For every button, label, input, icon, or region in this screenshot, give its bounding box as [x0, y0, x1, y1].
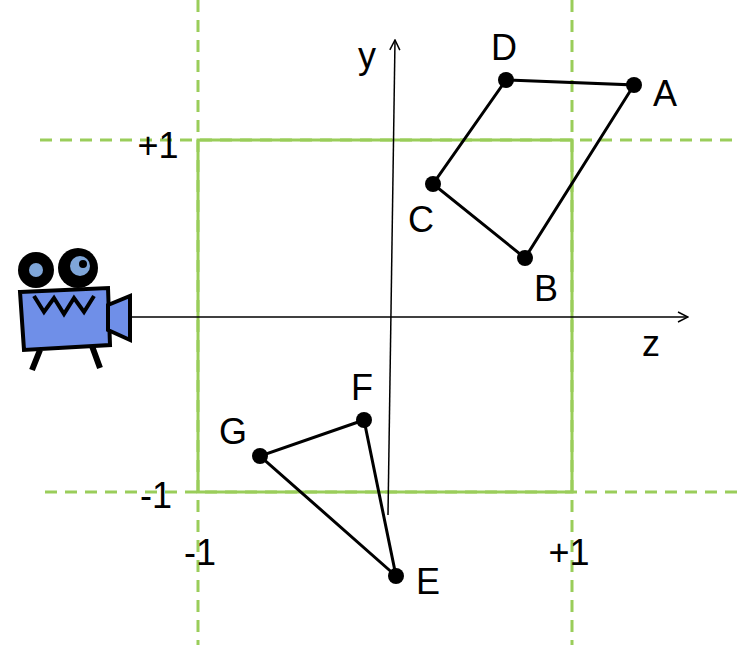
vertex-label: F: [351, 370, 373, 406]
view-volume: [198, 140, 572, 492]
bound-label: +1: [137, 128, 178, 164]
vertex-label: D: [491, 30, 517, 66]
vertex-dots: [252, 72, 642, 584]
dashed-bounds: [40, 0, 740, 645]
axis-label: y: [358, 38, 376, 74]
polygon-abcd: [433, 80, 634, 258]
vertex-label: A: [653, 76, 677, 112]
camera-icon: [18, 248, 130, 370]
triangle-efg: [260, 420, 396, 576]
bound-label: +1: [548, 535, 589, 571]
y-axis: [388, 40, 395, 515]
bound-label: -1: [184, 535, 216, 571]
bound-label: -1: [140, 478, 172, 514]
vertex-label: E: [416, 564, 440, 600]
vertex-label: G: [219, 414, 247, 450]
vertex-label: B: [534, 271, 558, 307]
vertex-label: C: [408, 202, 434, 238]
axis-label: z: [642, 326, 660, 362]
